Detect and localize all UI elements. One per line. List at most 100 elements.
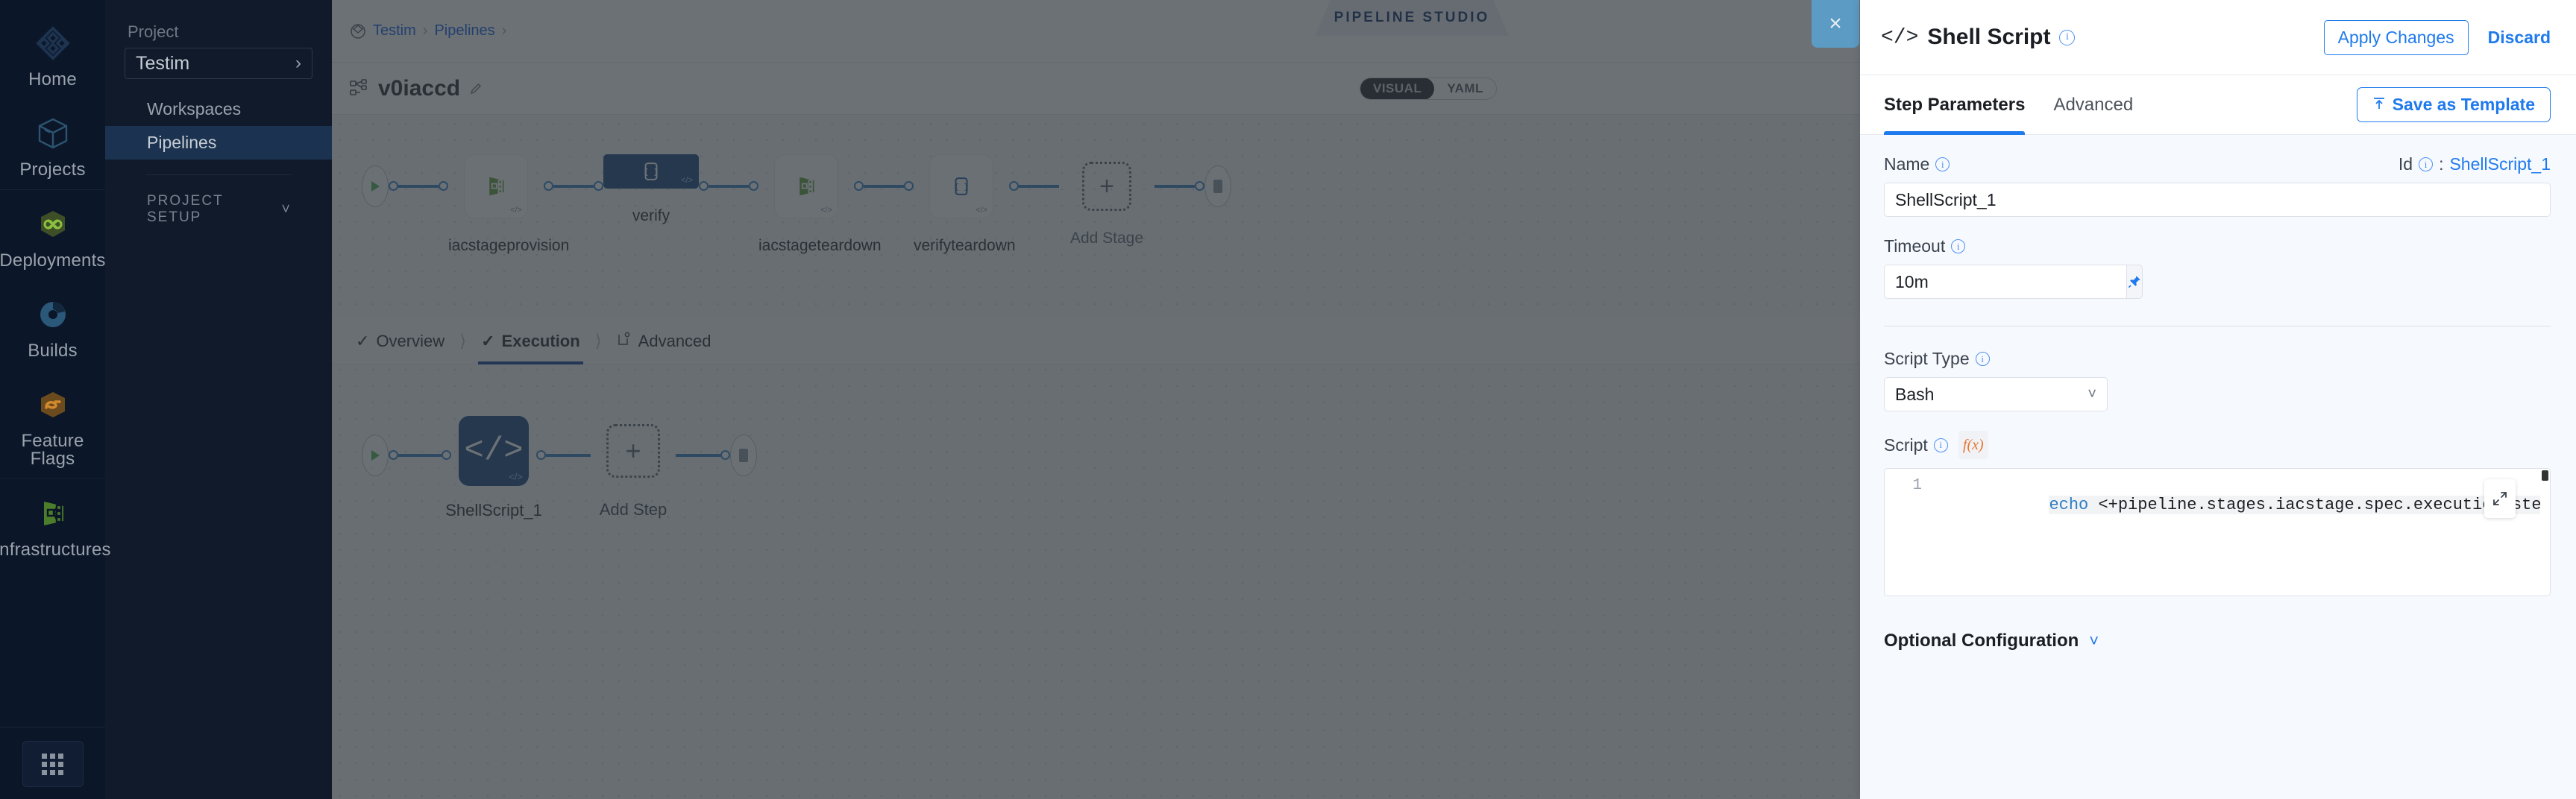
rail-item-home[interactable]: Home bbox=[0, 9, 105, 99]
rail-item-builds[interactable]: Builds bbox=[0, 280, 105, 370]
rail-item-infrastructures[interactable]: Infrastructures bbox=[0, 479, 111, 569]
pipeline-title-group: v0iaccd bbox=[332, 76, 483, 101]
info-icon[interactable]: i bbox=[1935, 157, 1950, 171]
add-stage-button[interactable]: + bbox=[1082, 162, 1131, 211]
tab-label: Overview bbox=[376, 331, 445, 350]
save-as-template-label: Save as Template bbox=[2392, 95, 2535, 114]
tab-label: Step Parameters bbox=[1884, 94, 2026, 115]
toggle-option-yaml[interactable]: YAML bbox=[1447, 80, 1483, 95]
projects-box-icon bbox=[32, 113, 74, 154]
step-node-shellscript-1[interactable]: </> </> ShellScript_1 bbox=[445, 414, 542, 520]
connector-dot bbox=[749, 181, 758, 191]
step-node-box[interactable]: </> </> bbox=[459, 416, 529, 486]
tab-label: Execution bbox=[501, 331, 580, 350]
info-icon[interactable]: i bbox=[1933, 438, 1948, 452]
discard-button[interactable]: Discard bbox=[2487, 27, 2551, 47]
info-icon[interactable]: i bbox=[2059, 29, 2076, 45]
line-number: 1 bbox=[1912, 477, 1922, 494]
apply-changes-button[interactable]: Apply Changes bbox=[2323, 19, 2469, 55]
feature-flags-icon bbox=[32, 384, 74, 426]
sidebar-item-workspaces[interactable]: Workspaces bbox=[105, 92, 332, 126]
stage-node-iacstageprovision[interactable]: </> iacstageprovision bbox=[448, 149, 569, 257]
code-keyword: echo bbox=[2049, 496, 2089, 514]
pipeline-studio-tab[interactable]: PIPELINE STUDIO bbox=[1315, 0, 1509, 36]
add-stage-node[interactable]: + Add Stage bbox=[1059, 149, 1155, 250]
expand-editor-icon[interactable] bbox=[2484, 479, 2516, 518]
tab-execution[interactable]: ✓ Execution bbox=[478, 318, 583, 364]
sidebar-item-label: Workspaces bbox=[147, 99, 242, 119]
stage-node-verify[interactable]: { } </> verify bbox=[603, 149, 699, 227]
name-id-row: Name i Id i : ShellScript_1 bbox=[1884, 154, 2551, 174]
sidebar-section-project-setup[interactable]: PROJECT SETUP ˅ bbox=[105, 193, 332, 226]
tab-separator-icon: ⟩ bbox=[459, 331, 467, 350]
edit-pencil-icon[interactable] bbox=[469, 82, 483, 95]
info-icon[interactable]: i bbox=[1951, 239, 1966, 253]
step-end-icon bbox=[730, 435, 757, 476]
code-line: echo <+pipeline.stages.iacstage.spec.exe… bbox=[2049, 496, 2550, 514]
optional-configuration-toggle[interactable]: Optional Configuration ˅ bbox=[1884, 631, 2551, 651]
connector-wire bbox=[709, 185, 749, 188]
stage-node-iacstageteardown[interactable]: </> iacstageteardown bbox=[758, 149, 882, 257]
step-code-badge-icon: </> bbox=[509, 471, 523, 482]
info-icon[interactable]: i bbox=[1975, 352, 1990, 366]
project-sidebar: Project Testim › Workspaces Pipelines PR… bbox=[105, 0, 332, 799]
project-selector-value: Testim bbox=[136, 52, 190, 74]
tab-advanced[interactable]: Advanced bbox=[614, 318, 714, 364]
script-field-group: Script i f(x) 1 echo <+pipeline.stages.i… bbox=[1884, 431, 2551, 596]
breadcrumb-link-pipelines[interactable]: Pipelines bbox=[434, 22, 495, 39]
script-type-label-text: Script Type bbox=[1884, 349, 1970, 368]
editor-vertical-scrollbar[interactable] bbox=[2540, 469, 2550, 596]
sidebar-item-pipelines[interactable]: Pipelines bbox=[105, 126, 332, 160]
check-icon: ✓ bbox=[481, 331, 495, 350]
drawer-tab-bar: Step Parameters Advanced Save as Templat… bbox=[1860, 75, 2576, 135]
stage-node-box[interactable]: { } </> bbox=[929, 154, 993, 218]
deployments-infinity-icon bbox=[32, 203, 74, 245]
stage-node-box[interactable]: { } </> bbox=[603, 154, 699, 189]
drawer-header: </> Shell Script i Apply Changes Discard bbox=[1860, 0, 2576, 75]
drawer-title-group: </> Shell Script i bbox=[1881, 25, 2076, 50]
info-icon[interactable]: i bbox=[2419, 157, 2434, 171]
tab-step-parameters[interactable]: Step Parameters bbox=[1884, 75, 2026, 135]
add-step-button[interactable]: + bbox=[606, 424, 660, 478]
rail-item-deployments[interactable]: Deployments bbox=[0, 190, 105, 280]
editor-gutter: 1 bbox=[1885, 469, 1931, 596]
script-code-editor[interactable]: 1 echo <+pipeline.stages.iacstage.spec.e… bbox=[1884, 468, 2551, 596]
upload-arrow-icon bbox=[2372, 95, 2386, 115]
app-grid-icon[interactable] bbox=[22, 741, 84, 787]
code-step-icon: </> bbox=[464, 432, 524, 470]
stage-node-verifyteardown[interactable]: { } </> verifyteardown bbox=[914, 149, 1016, 257]
name-input[interactable] bbox=[1884, 183, 2551, 217]
visual-yaml-toggle[interactable]: VISUAL YAML bbox=[1360, 77, 1497, 100]
rail-item-projects[interactable]: Projects bbox=[0, 99, 105, 189]
stage-node-label: verify bbox=[632, 207, 670, 224]
page-title: v0iaccd bbox=[378, 75, 461, 101]
close-icon[interactable]: × bbox=[1812, 0, 1859, 48]
pipeline-icon bbox=[350, 78, 369, 98]
toggle-option-visual[interactable]: VISUAL bbox=[1360, 78, 1435, 99]
connector-dot bbox=[439, 181, 448, 191]
breadcrumb-link-testim[interactable]: Testim bbox=[373, 22, 416, 39]
rail-item-feature-flags[interactable]: Feature Flags bbox=[0, 370, 105, 479]
script-type-select[interactable]: Bash ˅ bbox=[1884, 377, 2108, 411]
timeout-input[interactable] bbox=[1884, 265, 2126, 299]
save-as-template-button[interactable]: Save as Template bbox=[2356, 87, 2551, 122]
script-label-text: Script bbox=[1884, 435, 1928, 455]
sidebar-item-label: Pipelines bbox=[147, 133, 217, 152]
pin-runtime-input-icon[interactable] bbox=[2126, 265, 2143, 299]
step-start-icon bbox=[362, 435, 389, 476]
code-node-icon: { } bbox=[644, 162, 659, 180]
expression-fx-icon[interactable]: f(x) bbox=[1958, 431, 1988, 459]
project-nav: Workspaces Pipelines bbox=[105, 92, 332, 160]
project-selector[interactable]: Testim › bbox=[125, 48, 312, 79]
connector-wire bbox=[1019, 185, 1059, 188]
stage-node-box[interactable]: </> bbox=[464, 154, 528, 218]
project-breadcrumb-icon bbox=[350, 23, 366, 40]
stage-node-box[interactable]: </> bbox=[774, 154, 838, 218]
primary-nav-rail: Home Projects bbox=[0, 0, 111, 799]
tab-overview[interactable]: ✓ Overview bbox=[353, 318, 447, 364]
tab-advanced[interactable]: Advanced bbox=[2053, 75, 2133, 135]
timeout-field-group: Timeout i bbox=[1884, 236, 2551, 299]
add-step-node[interactable]: + Add Step bbox=[591, 414, 676, 519]
editor-code-area[interactable]: echo <+pipeline.stages.iacstage.spec.exe… bbox=[1931, 469, 2550, 596]
builds-gear-icon bbox=[32, 294, 74, 335]
